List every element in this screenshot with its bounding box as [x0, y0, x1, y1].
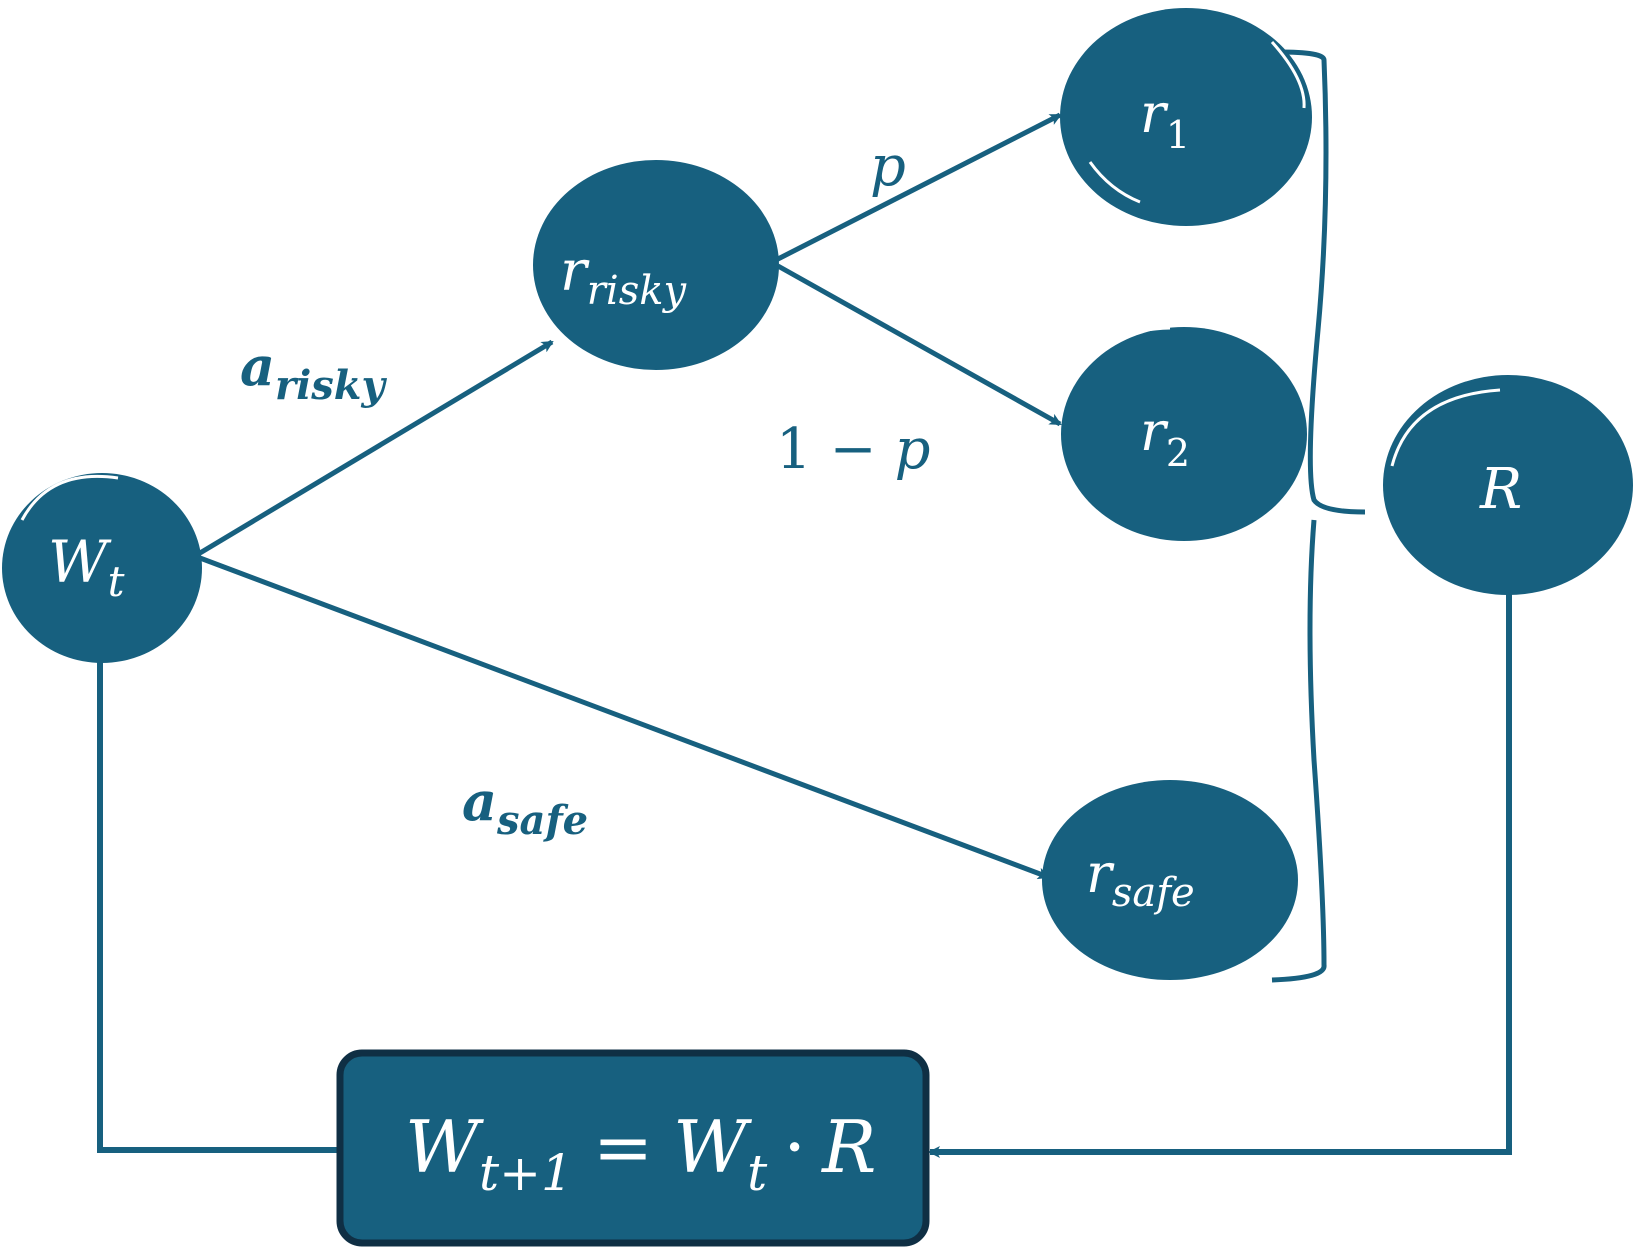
- r1-sub: 1: [1166, 113, 1190, 157]
- rsafe-sub: safe: [1112, 870, 1195, 916]
- a-risky-sub: risky: [275, 362, 388, 409]
- wt-main: W: [48, 528, 112, 596]
- node-rsafe: rsafe: [1042, 780, 1298, 980]
- eq-dot: ·: [783, 1105, 806, 1189]
- eq-rhs-main: W: [673, 1105, 752, 1189]
- one-minus-p-p: p: [895, 417, 931, 482]
- a-risky-main: a: [240, 334, 275, 398]
- eq-rhs-R: R: [820, 1105, 876, 1189]
- edge-update-box-to-wt: [94, 643, 340, 1153]
- r2-sub: 2: [1166, 431, 1190, 475]
- eq-equals: =: [593, 1105, 653, 1189]
- svg-text:r2: r2: [1140, 400, 1190, 475]
- r2-main: r: [1140, 400, 1169, 463]
- eq-rhs-sub: t: [747, 1144, 768, 1202]
- node-wt: Wt: [2, 473, 202, 663]
- eq-lhs-main: W: [405, 1105, 484, 1189]
- R-main: R: [1479, 457, 1522, 522]
- svg-text:rsafe: rsafe: [1086, 842, 1195, 916]
- node-r1: r1: [1060, 8, 1312, 226]
- edge-rrisky-to-r2: [776, 263, 1062, 427]
- rrisky-sub: risky: [587, 268, 688, 314]
- rrisky-main: r: [560, 239, 590, 304]
- eq-lhs-sub: t+1: [479, 1144, 573, 1202]
- node-R: R: [1383, 375, 1633, 595]
- svg-text:rrisky: rrisky: [560, 239, 687, 314]
- edge-R-to-update-box: [928, 590, 1512, 1158]
- label-p: p: [870, 134, 906, 199]
- one-minus-p-one: 1: [776, 417, 812, 482]
- outcome-brace: [1271, 49, 1366, 983]
- node-rrisky: rrisky: [533, 160, 779, 370]
- edge-wt-to-rsafe: [199, 555, 1050, 880]
- svg-text:Wt+1=Wt·R: Wt+1=Wt·R: [405, 1105, 876, 1202]
- label-a-risky: arisky: [240, 334, 388, 409]
- a-safe-main: a: [462, 769, 497, 833]
- rsafe-main: r: [1086, 842, 1115, 905]
- edge-wt-to-rrisky: [198, 339, 554, 556]
- svg-text:r1: r1: [1140, 82, 1190, 157]
- one-minus-p-minus: −: [830, 417, 877, 482]
- r1-main: r: [1140, 82, 1169, 145]
- label-one-minus-p: 1−p: [776, 417, 930, 482]
- node-r2: r2: [1061, 326, 1307, 541]
- wt-sub: t: [108, 557, 125, 606]
- svg-text:R: R: [1479, 457, 1522, 522]
- update-equation-box: Wt+1=Wt·R: [336, 1049, 930, 1247]
- a-safe-sub: safe: [496, 797, 588, 844]
- svg-text:Wt: Wt: [48, 528, 125, 606]
- label-a-safe: asafe: [462, 769, 588, 844]
- edge-rrisky-to-r1: [774, 112, 1062, 263]
